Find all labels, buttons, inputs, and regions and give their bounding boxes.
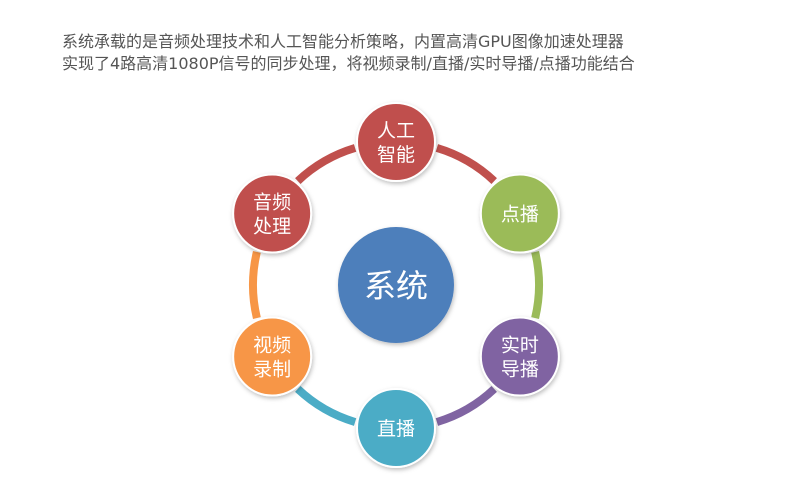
ring-arc-directing (435, 385, 497, 426)
node-circle-ai (356, 102, 436, 182)
node-label-ai-2: 智能 (377, 144, 415, 166)
ring-arc-ai (435, 144, 497, 185)
ring-arc-live (295, 385, 357, 426)
node-label-directing-2: 导播 (501, 359, 539, 381)
node-circle-directing (479, 316, 560, 397)
node-circle-vod (479, 173, 560, 254)
center-circle (338, 227, 454, 343)
node-circle-recording (232, 316, 313, 397)
center-node: 系统 (338, 227, 454, 343)
node-circle-live (356, 388, 436, 468)
node-label-audio-2: 处理 (253, 216, 291, 238)
intro-text: 系统承载的是音频处理技术和人工智能分析策略，内置高清GPU图像加速处理器 实现了… (62, 31, 762, 75)
node-label-recording-1: 视频 (253, 335, 291, 357)
node-directing: 实时导播 (479, 316, 560, 397)
node-vod: 点播 (479, 173, 560, 254)
node-circle-audio (232, 173, 313, 254)
node-audio: 音频处理 (232, 173, 313, 254)
intro-line-1: 系统承载的是音频处理技术和人工智能分析策略，内置高清GPU图像加速处理器 (62, 32, 624, 51)
node-ai: 人工智能 (356, 102, 436, 182)
node-label-ai-1: 人工 (377, 120, 415, 142)
node-live: 直播 (356, 388, 436, 468)
node-label-directing-1: 实时 (501, 335, 539, 357)
ring-arc-audio (295, 144, 357, 185)
node-label-audio-1: 音频 (253, 192, 291, 214)
node-recording: 视频录制 (232, 316, 313, 397)
center-label: 系统 (364, 267, 428, 305)
node-label-live-1: 直播 (377, 418, 415, 440)
node-label-vod-1: 点播 (501, 204, 539, 226)
ring-arc-vod (531, 250, 543, 320)
node-label-recording-2: 录制 (253, 359, 291, 381)
ring-arc-recording (249, 250, 261, 320)
intro-line-2: 实现了4路高清1080P信号的同步处理，将视频录制/直播/实时导播/点播功能结合 (62, 54, 635, 73)
ring-arcs (249, 144, 543, 426)
